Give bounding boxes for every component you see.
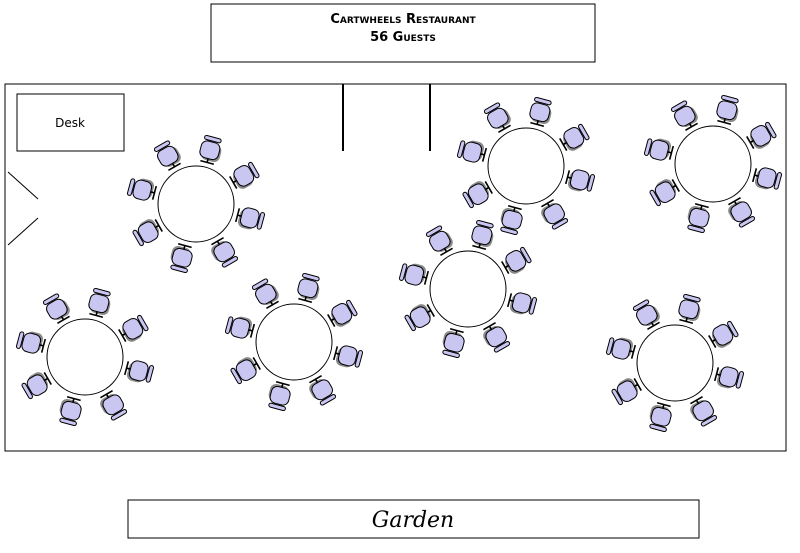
chair bbox=[708, 320, 739, 348]
restaurant-name: Cartwheels Restaurant bbox=[330, 12, 476, 27]
table-4 bbox=[456, 96, 596, 236]
chair bbox=[224, 316, 256, 339]
garden-label: Garden bbox=[372, 508, 454, 533]
chair bbox=[501, 246, 532, 274]
title-box: Cartwheels Restaurant 56 Guests bbox=[210, 3, 596, 63]
entrance-door bbox=[7, 171, 39, 246]
chair bbox=[643, 138, 675, 161]
chair bbox=[100, 390, 128, 421]
chair bbox=[123, 360, 155, 383]
table-3 bbox=[224, 272, 364, 412]
guest-count: 56 Guests bbox=[370, 30, 436, 45]
chair bbox=[88, 287, 111, 319]
round-table bbox=[487, 127, 565, 205]
chair bbox=[211, 237, 239, 268]
chair bbox=[728, 197, 756, 228]
chair bbox=[229, 161, 260, 189]
round-table bbox=[46, 318, 124, 396]
chair bbox=[632, 299, 660, 330]
table-1 bbox=[126, 134, 266, 274]
chair bbox=[398, 263, 430, 286]
chair bbox=[529, 96, 552, 128]
chair bbox=[678, 293, 701, 325]
table-2 bbox=[15, 287, 155, 427]
chair bbox=[327, 299, 358, 327]
chair bbox=[564, 169, 596, 192]
chair bbox=[234, 207, 266, 230]
chair bbox=[268, 380, 291, 412]
chair bbox=[251, 278, 279, 309]
chair bbox=[483, 322, 511, 353]
chair bbox=[687, 202, 710, 234]
chair bbox=[471, 219, 494, 251]
chair bbox=[456, 140, 488, 163]
tables-layer bbox=[15, 94, 783, 433]
chair bbox=[462, 181, 493, 209]
round-table bbox=[157, 165, 235, 243]
table-5 bbox=[643, 94, 783, 234]
chair bbox=[541, 199, 569, 230]
chair bbox=[199, 134, 222, 166]
chair bbox=[483, 102, 511, 133]
desk: Desk bbox=[16, 93, 125, 152]
round-table bbox=[429, 250, 507, 328]
chair bbox=[21, 372, 52, 400]
chair bbox=[442, 327, 465, 359]
chair bbox=[118, 314, 149, 342]
chair bbox=[506, 292, 538, 315]
chair bbox=[670, 100, 698, 131]
chair bbox=[132, 219, 163, 247]
chair bbox=[404, 304, 435, 332]
chair bbox=[746, 121, 777, 149]
chair bbox=[153, 140, 181, 171]
round-table bbox=[255, 303, 333, 381]
table-6 bbox=[398, 219, 538, 359]
round-table bbox=[636, 324, 714, 402]
chair bbox=[611, 378, 642, 406]
chair bbox=[230, 357, 261, 385]
chair bbox=[332, 345, 364, 368]
chair bbox=[425, 225, 453, 256]
chair bbox=[649, 401, 672, 433]
chair bbox=[605, 337, 637, 360]
round-table bbox=[674, 125, 752, 203]
chair bbox=[559, 123, 590, 151]
room-outline bbox=[4, 83, 787, 452]
chair bbox=[59, 395, 82, 427]
chair bbox=[297, 272, 320, 304]
chair bbox=[42, 293, 70, 324]
chair bbox=[649, 179, 680, 207]
chair bbox=[309, 375, 337, 406]
chair bbox=[126, 178, 158, 201]
desk-label: Desk bbox=[55, 116, 85, 130]
chair bbox=[751, 167, 783, 190]
chair bbox=[716, 94, 739, 126]
chair bbox=[170, 242, 193, 274]
chair bbox=[690, 396, 718, 427]
chair bbox=[15, 331, 47, 354]
chair bbox=[713, 366, 745, 389]
table-7 bbox=[605, 293, 745, 433]
garden-box: Garden bbox=[127, 499, 700, 539]
chair bbox=[500, 204, 523, 236]
